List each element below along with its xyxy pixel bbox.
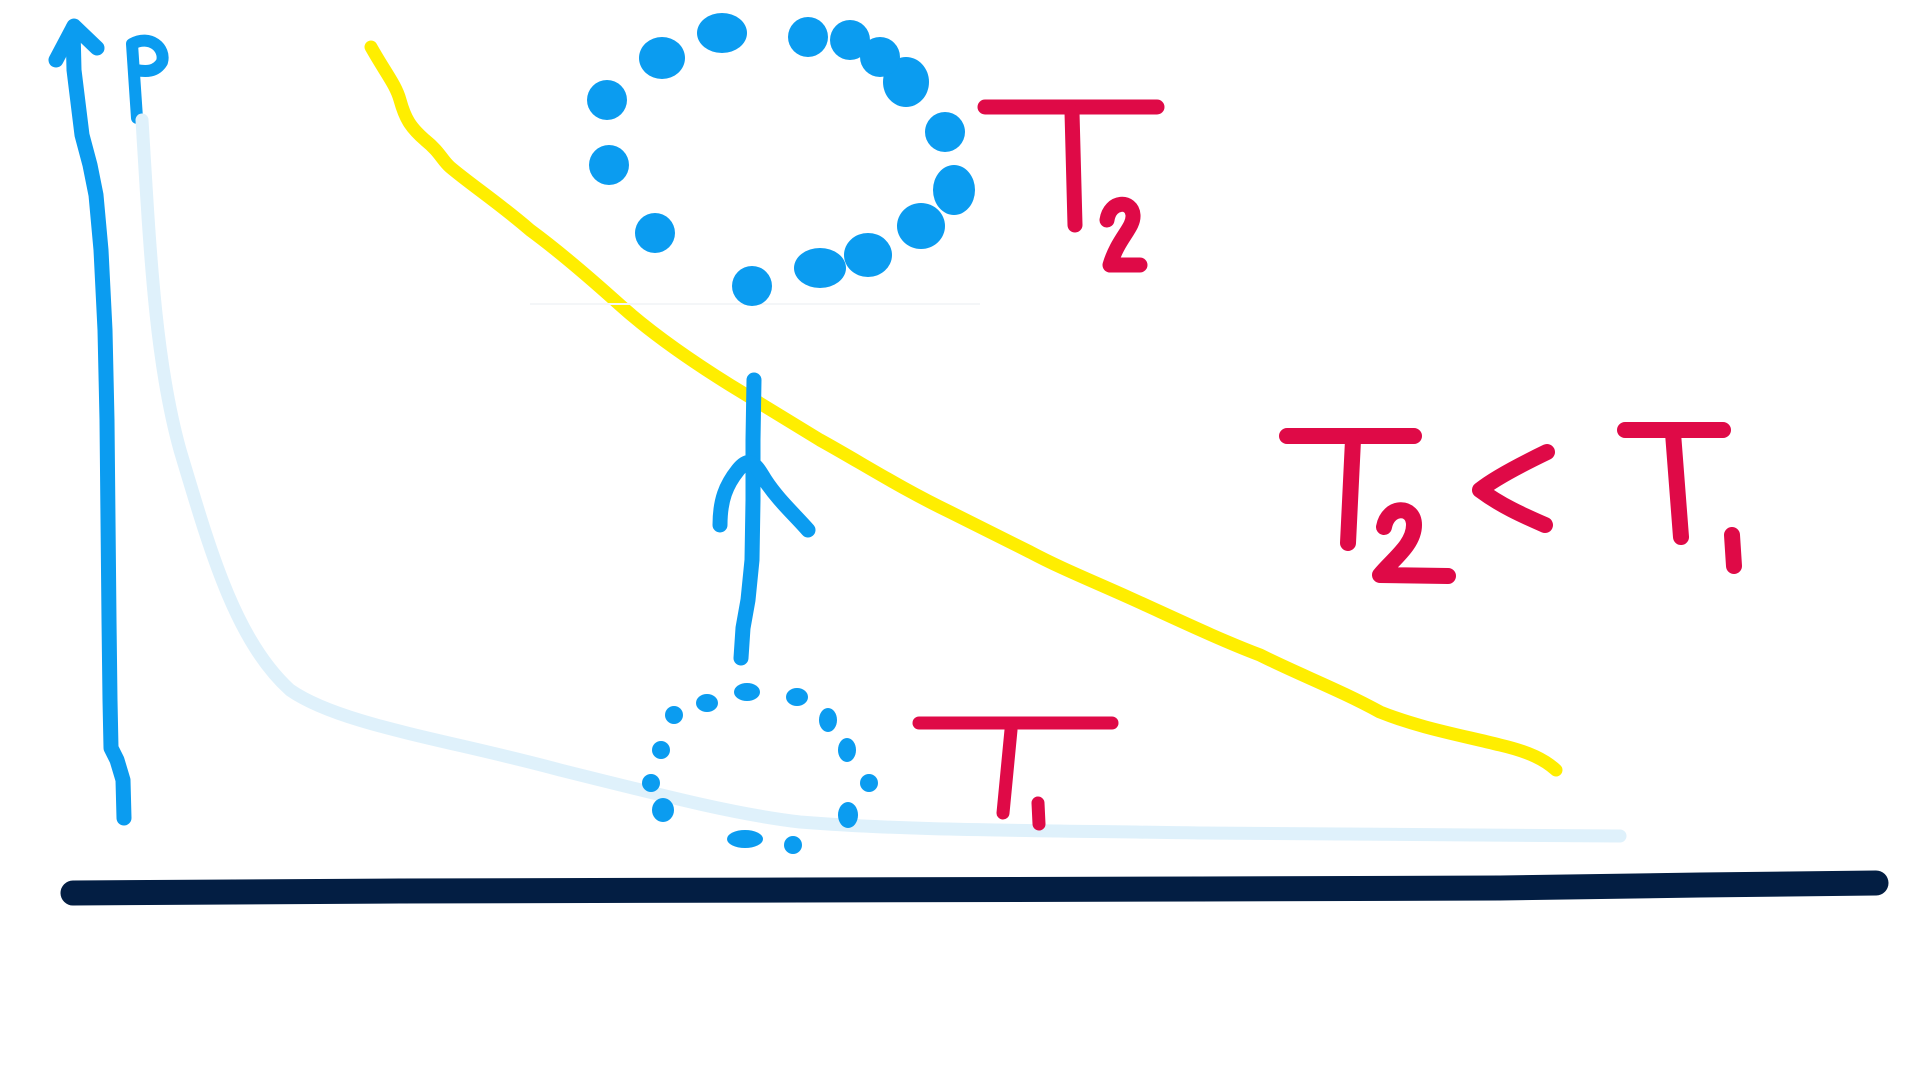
relation-t2-lt-t1 — [1279, 422, 1742, 584]
heating-arrow — [712, 372, 816, 666]
vertical-axis-arrow — [48, 18, 132, 826]
dotted-circle-t1 — [642, 683, 878, 854]
label-t1-circle — [912, 716, 1119, 831]
baseline — [60, 870, 1889, 906]
axis-label-p: P — [126, 34, 169, 124]
label-t2-circle — [977, 99, 1165, 273]
axis-label-p-stroke — [126, 34, 169, 124]
yellow-curve-t2 — [364, 40, 1563, 777]
dotted-circle-t2 — [587, 13, 975, 306]
faint-curve-t1 — [135, 113, 1627, 843]
